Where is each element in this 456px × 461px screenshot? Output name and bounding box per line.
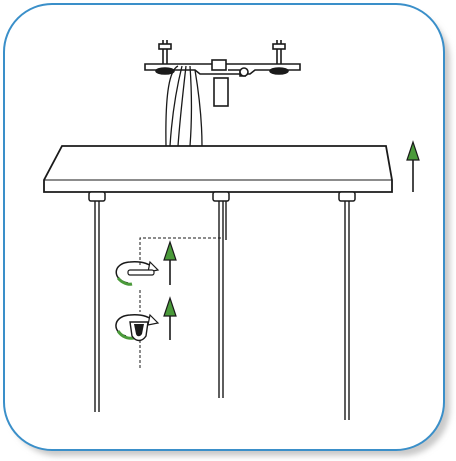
- wire-bundle-icon: [165, 65, 203, 147]
- rounded-frame: [3, 3, 445, 451]
- canopy-nut-center: [212, 191, 230, 202]
- lower-up-arrow-icon: [163, 296, 177, 340]
- canopy-nut-right: [338, 191, 356, 202]
- canopy-nut-left: [88, 191, 106, 202]
- suspension-cables: [94, 201, 350, 420]
- guide-dashed-lines: [139, 237, 221, 370]
- direction-up-arrow-icon: [406, 140, 420, 192]
- rotate-clockwise-icon: [115, 260, 160, 286]
- canopy-plate: [43, 145, 393, 193]
- tighten-nut-icon: [115, 313, 160, 342]
- upper-up-arrow-icon: [163, 240, 177, 285]
